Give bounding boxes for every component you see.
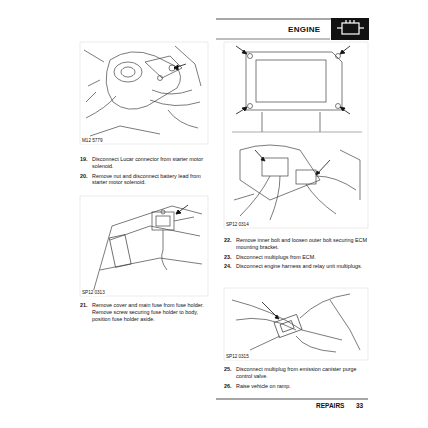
step-number: 22. [224,237,236,244]
step-text: Remove cover and main fuse from fuse hol… [92,302,210,322]
step-text: Disconnect Lucar connector from starter … [92,156,210,170]
step-number: 23. [224,254,236,261]
page-number: 33 [356,402,363,410]
step-number: 26. [224,383,236,390]
step-number: 25. [224,366,236,373]
step-text: Disconnect engine harness and relay unit… [236,263,368,270]
figure-code: SP12 0314 [225,222,250,228]
step-number: 19. [80,156,92,163]
step-text: Disconnect multiplug from emission canis… [236,366,368,380]
step-number: 24. [224,263,236,270]
step-text: Raise vehicle on ramp. [236,383,368,390]
figure-code: SP12 0313 [81,290,106,296]
step-number: 20. [80,173,92,180]
figure-code: SP12 0315 [225,354,250,360]
page-heading: ENGINE [288,25,320,35]
footer-section: REPAIRS [316,402,344,410]
figure-code: M12 5779 [81,138,103,144]
step-number: 21. [80,302,92,309]
step-text: Remove nut and disconnect battery lead f… [92,173,210,187]
step-text: Remove inner bolt and loosen outer bolt … [236,237,368,251]
step-text: Disconnect multiplugs from ECM. [236,254,368,261]
